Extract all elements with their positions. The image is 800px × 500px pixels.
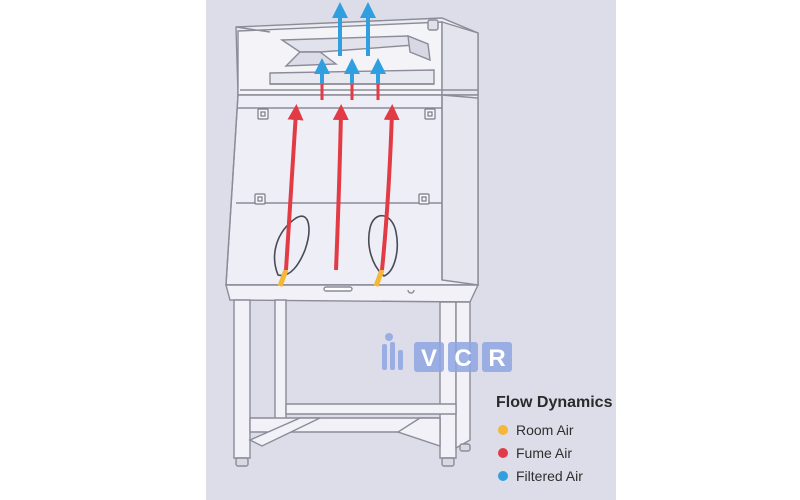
legend-label: Filtered Air [516, 467, 583, 484]
legend-item-fume-air: Fume Air [496, 441, 614, 464]
legend-item-room-air: Room Air [496, 418, 614, 441]
legend-title: Flow Dynamics [496, 394, 613, 411]
legend-label: Room Air [516, 421, 574, 438]
fume-air-flow-center [332, 104, 349, 271]
room-air-flow-left [277, 269, 289, 287]
hinge-brackets [254, 108, 436, 205]
fume-air-dot-icon [498, 447, 508, 458]
glove-ports [273, 214, 399, 277]
legend: Flow Dynamics Room Air Fume Air Filtered… [496, 394, 614, 487]
work-table [225, 284, 480, 467]
fume-air-flow-left [284, 104, 304, 271]
filtered-air-dot-icon [498, 470, 508, 481]
room-air-flow-right [373, 269, 385, 287]
vcr-watermark-logo: V C R [382, 333, 512, 372]
room-air-dot-icon [498, 424, 508, 435]
svg-text:R: R [488, 345, 505, 372]
fume-air-flow-right [380, 104, 400, 271]
filtered-air-flows [314, 2, 386, 84]
cabinet-body [225, 94, 479, 286]
room-air-flows [277, 269, 385, 287]
fume-air-flows [284, 84, 400, 271]
legend-label: Fume Air [516, 444, 573, 461]
exhaust-housing [235, 17, 479, 96]
svg-text:V: V [421, 345, 437, 372]
legend-item-filtered-air: Filtered Air [496, 464, 614, 487]
svg-text:C: C [454, 345, 471, 372]
